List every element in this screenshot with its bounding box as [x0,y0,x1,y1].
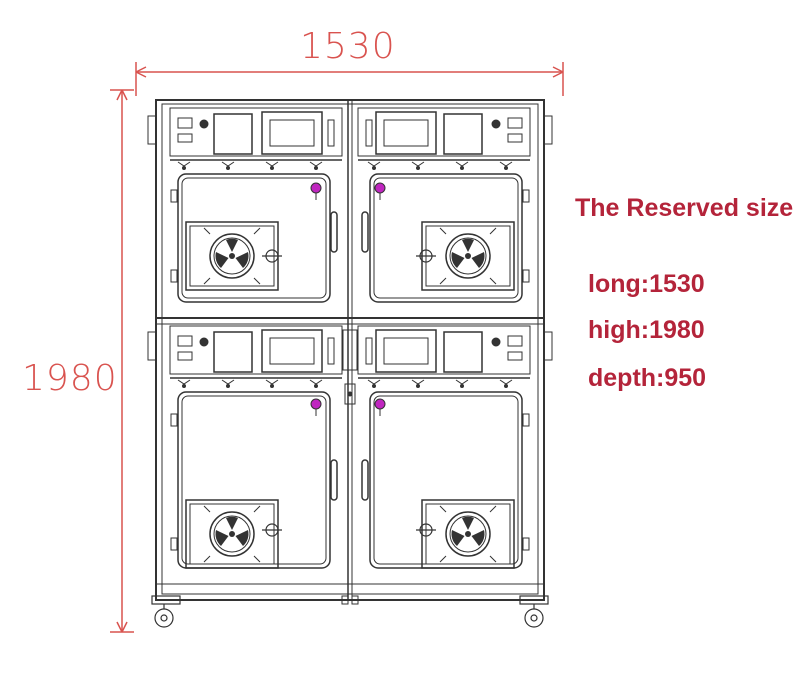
bracket-row [177,161,513,389]
control-panel-top-left [169,107,343,161]
caster-wheel [519,595,549,628]
door-bottom-right [361,391,530,569]
center-lock [341,329,359,605]
control-panel-bottom-right [357,325,531,379]
cabinet-frame [147,99,553,601]
knob-icon [310,182,386,416]
control-panel-top-right [357,107,531,161]
caster-wheel [151,595,181,628]
fan-icon [185,499,279,569]
door-latch [262,249,436,537]
width-dimension-label: 1530 [300,26,396,67]
door-top-right [361,173,530,303]
width-dimension [135,62,564,96]
control-panel-bottom-left [169,325,343,379]
height-dimension-label: 1980 [22,358,118,399]
spec-high: high:1980 [588,316,705,344]
spec-long: long:1530 [588,270,705,298]
door-top-left [170,173,338,303]
spec-depth: depth:950 [588,364,707,392]
door-bottom-left [170,391,338,569]
spec-title: The Reserved size [575,194,794,222]
height-dimension [110,89,134,633]
fan-icon [421,499,515,569]
